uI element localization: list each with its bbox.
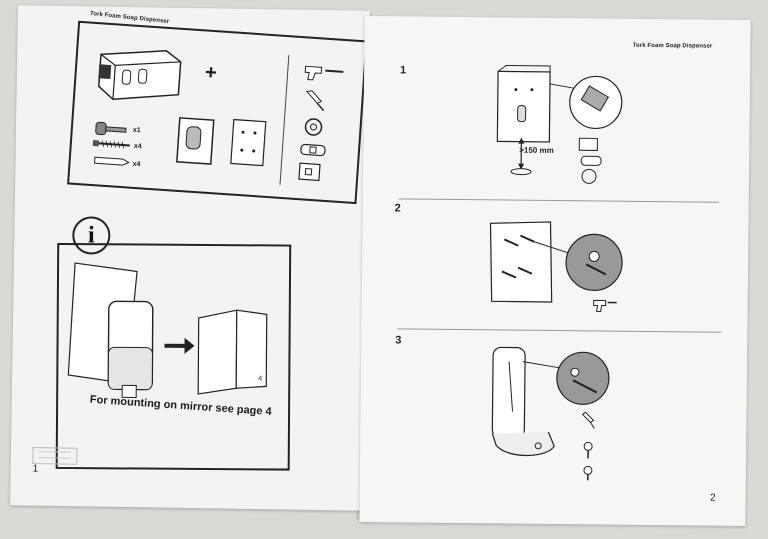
- step-2-drill-icon: [593, 299, 617, 312]
- step-2-number: 2: [394, 202, 401, 215]
- package-box-illustration: [98, 50, 182, 101]
- contents-divider: [279, 55, 290, 185]
- plug-count: x4: [132, 160, 141, 169]
- step-3-number: 3: [395, 334, 402, 347]
- mirror-mounting-illustration: 4: [67, 262, 268, 398]
- plus-sign: +: [204, 61, 218, 85]
- step-1-illustration: [496, 64, 623, 176]
- right-page-header: Tork Foam Soap Dispenser: [632, 42, 713, 50]
- step-divider-2: [397, 328, 722, 333]
- template-marker-icon: [298, 162, 321, 182]
- mirror-info-box: 4: [55, 242, 292, 471]
- step-divider-1: [398, 198, 719, 203]
- booklet-page-label: 4: [258, 375, 262, 382]
- key-count: x1: [132, 126, 141, 135]
- wall-plug-icon: [94, 156, 130, 166]
- left-page: Tork Foam Soap Dispenser + x1: [10, 5, 370, 511]
- dispenser-and-template-illustration: [176, 117, 267, 167]
- brand-logo: [32, 447, 78, 465]
- step-2-illustration: [489, 221, 623, 303]
- screw-icon: [92, 140, 130, 149]
- step-3-tools: [581, 411, 595, 481]
- key-icon: [95, 121, 127, 136]
- tape-roll-icon: [304, 118, 323, 136]
- right-page-number: 2: [710, 492, 716, 504]
- package-contents-box: + x1 x4 x4: [67, 20, 368, 205]
- step-1-measurement: >150 mm: [519, 145, 554, 155]
- right-page: Tork Foam Soap Dispenser 1 >150 mm 2: [359, 15, 751, 527]
- level-icon: [300, 143, 326, 157]
- step-1-number: 1: [400, 64, 407, 77]
- screwdriver-icon: [305, 90, 325, 112]
- drill-icon: [304, 65, 344, 81]
- left-page-number: 1: [32, 463, 39, 475]
- screw-count: x4: [133, 142, 142, 151]
- step-3-illustration: [491, 346, 610, 456]
- step-1-tools: [578, 137, 602, 184]
